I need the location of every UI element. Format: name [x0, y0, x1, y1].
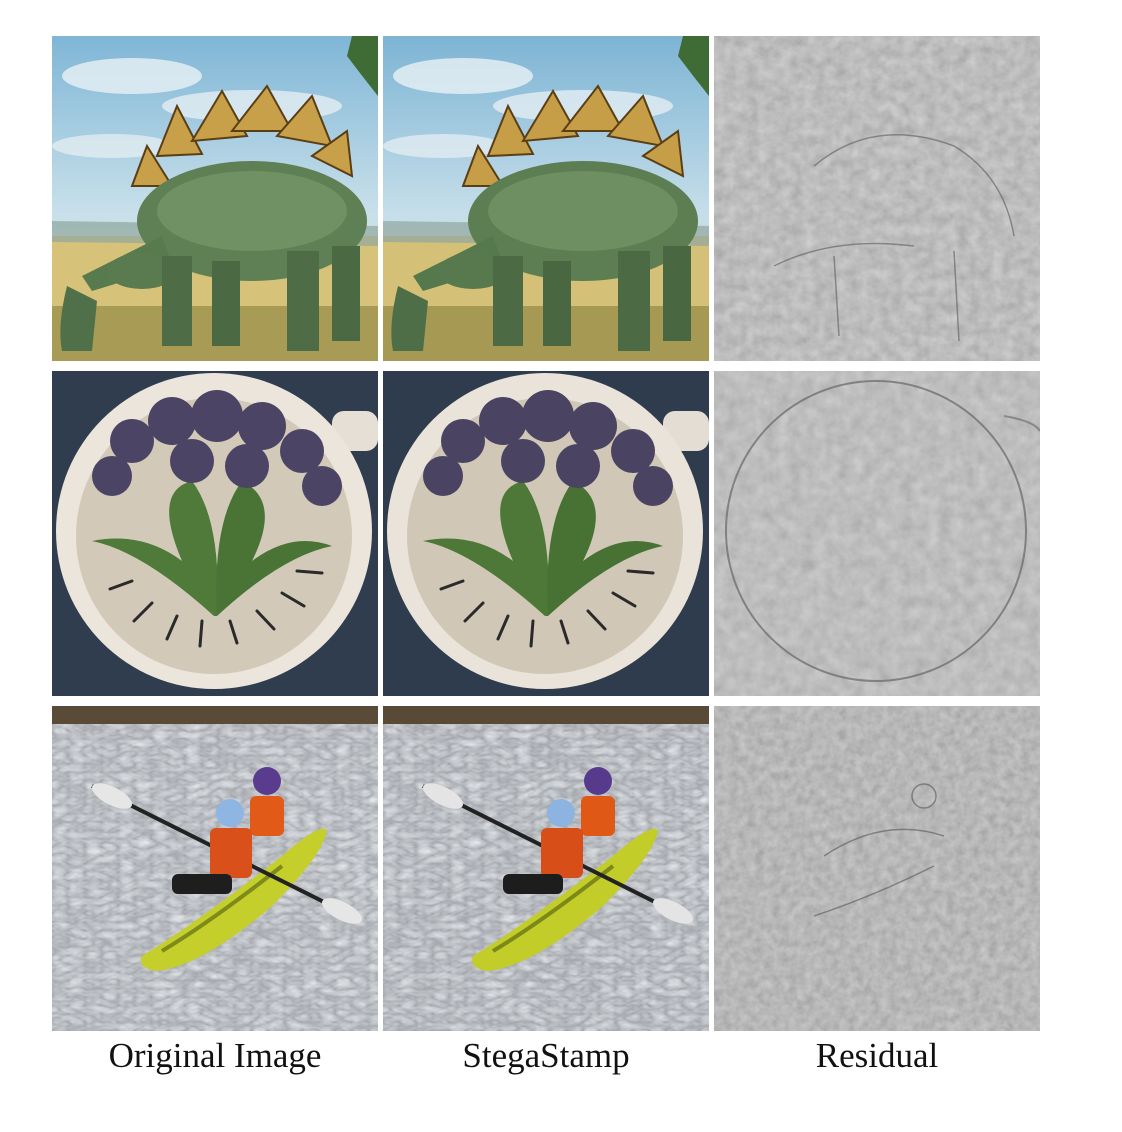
image-stegosaurus-original: [52, 36, 378, 361]
caption-original-image: Original Image: [108, 1036, 322, 1075]
image-broccoli-original: [52, 371, 378, 696]
caption-stegastamp: StegaStamp: [462, 1036, 630, 1075]
image-kayak-stegastamp: [383, 706, 709, 1031]
image-stegosaurus-stegastamp: [383, 36, 709, 361]
image-broccoli-stegastamp: [383, 371, 709, 696]
image-broccoli-residual: [714, 371, 1040, 696]
image-stegosaurus-residual: [714, 36, 1040, 361]
image-kayak-residual: [714, 706, 1040, 1031]
image-kayak-original: [52, 706, 378, 1031]
caption-residual: Residual: [815, 1036, 939, 1075]
